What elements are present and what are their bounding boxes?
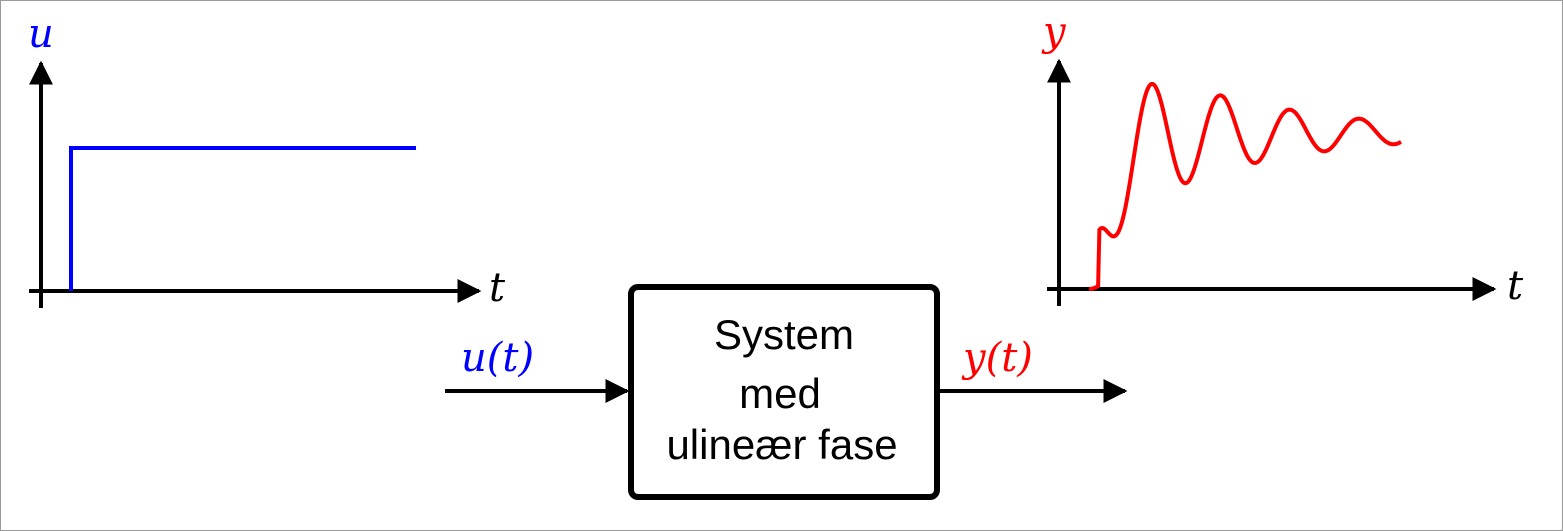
system-block [628, 284, 940, 500]
input-plot: u t [28, 11, 506, 311]
step-signal-curve [69, 146, 416, 291]
output-plot-x-label: t [1507, 263, 1524, 309]
output-plot: y t [1041, 9, 1524, 309]
system-block-label-line-1: System [714, 311, 854, 358]
output-signal-label: y(t) [961, 335, 1033, 381]
response-signal-curve [1088, 82, 1402, 291]
input-signal-label: u(t) [461, 335, 534, 381]
system-block-label-line-2: med [739, 370, 821, 417]
system-block-label-line-3: ulineær fase [666, 421, 897, 468]
input-plot-x-label: t [489, 265, 506, 311]
input-plot-y-label: u [28, 11, 54, 57]
output-plot-y-label: y [1041, 9, 1067, 55]
